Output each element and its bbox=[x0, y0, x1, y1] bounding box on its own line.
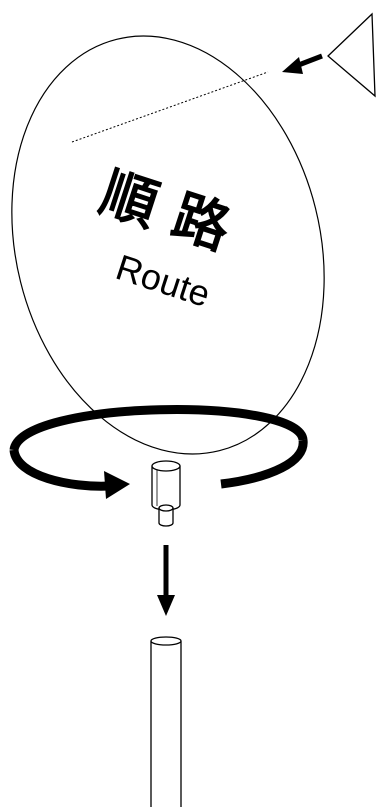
sign-board bbox=[11, 35, 325, 455]
arrow-left-icon bbox=[282, 53, 323, 74]
viewpoint-triangle-icon bbox=[327, 12, 376, 98]
pole-connector bbox=[151, 460, 181, 527]
rotation-ring-back bbox=[9, 405, 308, 452]
rotate-arrow-icon bbox=[9, 439, 308, 499]
sightline-dotted bbox=[71, 71, 269, 143]
arrow-down-icon bbox=[157, 545, 175, 616]
pole bbox=[150, 636, 182, 807]
